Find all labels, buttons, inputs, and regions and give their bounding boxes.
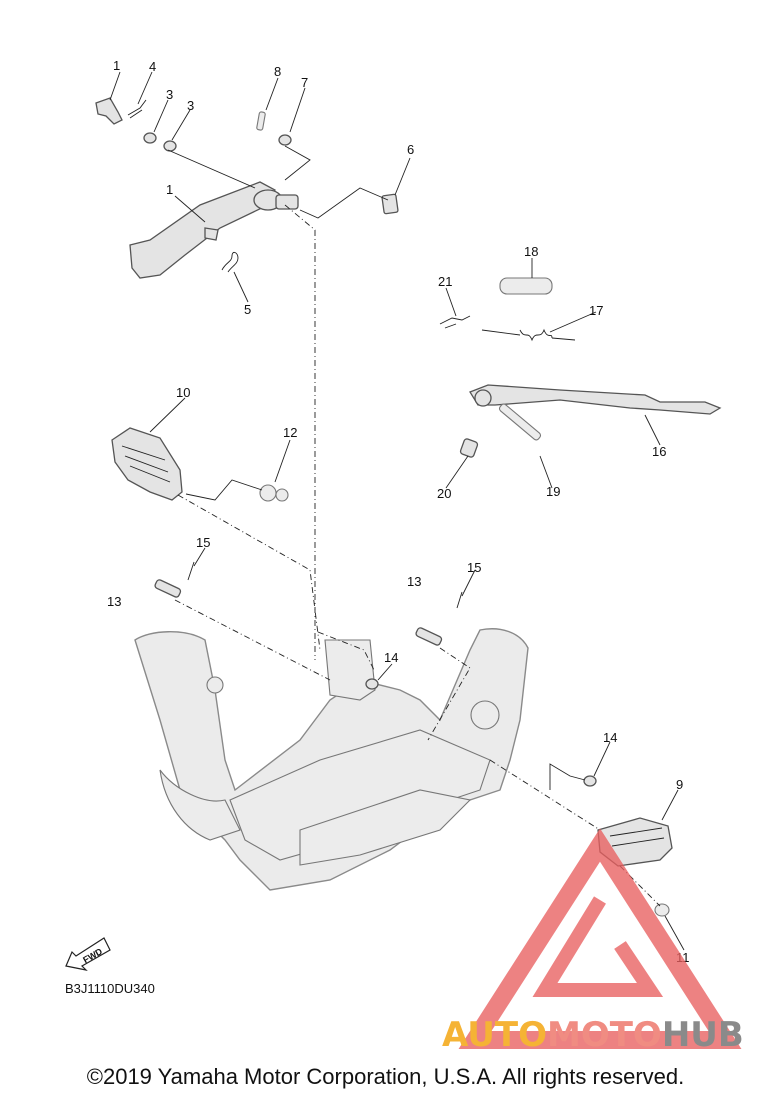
callout-21: 21 — [438, 274, 452, 289]
callout-10: 10 — [176, 385, 190, 400]
spacer-18 — [499, 277, 553, 295]
washers-3 — [143, 132, 177, 152]
watermark-moto: MOTO — [547, 1015, 662, 1055]
callout-5: 5 — [244, 302, 251, 317]
watermark-auto: AUTO — [442, 1015, 547, 1055]
callout-15b: 15 — [467, 560, 481, 575]
washer-14-center — [365, 678, 379, 690]
leader-lines — [109, 71, 685, 951]
callout-9: 9 — [676, 777, 683, 792]
diagram-code: B3J1110DU340 — [65, 981, 155, 996]
clip-21 — [439, 315, 471, 329]
sidestand-16 — [469, 384, 722, 415]
callout-16: 16 — [652, 444, 666, 459]
bolt-6 — [381, 193, 399, 215]
spring-12 — [259, 484, 289, 502]
callout-3a: 3 — [166, 87, 173, 102]
callout-13b: 13 — [407, 574, 421, 589]
watermark-text: AUTOMOTOHUB — [442, 1015, 744, 1055]
callout-14a: 14 — [384, 650, 398, 665]
pin-13-right — [415, 627, 443, 646]
callout-15a: 15 — [196, 535, 210, 550]
callout-20: 20 — [437, 486, 451, 501]
callout-2: 1 — [113, 58, 120, 73]
callout-3b: 3 — [187, 98, 194, 113]
pin-8 — [256, 111, 266, 131]
callout-14b: 14 — [603, 730, 617, 745]
callout-6: 6 — [407, 142, 414, 157]
spring-11 — [654, 903, 670, 917]
copyright-notice: ©2019 Yamaha Motor Corporation, U.S.A. A… — [86, 1064, 685, 1089]
frame-assembly — [134, 628, 529, 891]
cotter-15-right — [456, 591, 463, 609]
callout-18: 18 — [524, 244, 538, 259]
callout-1: 1 — [166, 182, 173, 197]
callout-labels: 1 4 3 3 8 7 6 1 5 18 21 17 10 12 16 20 1… — [107, 58, 690, 965]
callout-8: 8 — [274, 64, 281, 79]
footrest-10 — [111, 427, 183, 501]
bolt-19 — [498, 403, 542, 441]
spring-5 — [221, 251, 239, 273]
callout-12: 12 — [283, 425, 297, 440]
callout-13a: 13 — [107, 594, 121, 609]
collar-20 — [459, 438, 479, 458]
clip-7 — [278, 134, 292, 146]
washer-14-right — [583, 775, 597, 787]
pin-13-left — [154, 579, 182, 598]
fwd-arrow-icon: FWD — [65, 937, 111, 971]
callout-17: 17 — [589, 303, 603, 318]
callout-7: 7 — [301, 75, 308, 90]
cotter-pin-4 — [127, 99, 147, 119]
cotter-15-left — [187, 561, 195, 581]
watermark-logo — [458, 828, 742, 1049]
callout-4: 4 — [149, 59, 156, 74]
watermark-hub: HUB — [662, 1015, 744, 1055]
brake-pedal — [129, 181, 299, 279]
callout-19: 19 — [546, 484, 560, 499]
spring-17 — [481, 328, 576, 342]
svg-text:AUTOMOTOHUB: AUTOMOTOHUB — [442, 1015, 744, 1055]
bolt-2 — [95, 97, 123, 125]
